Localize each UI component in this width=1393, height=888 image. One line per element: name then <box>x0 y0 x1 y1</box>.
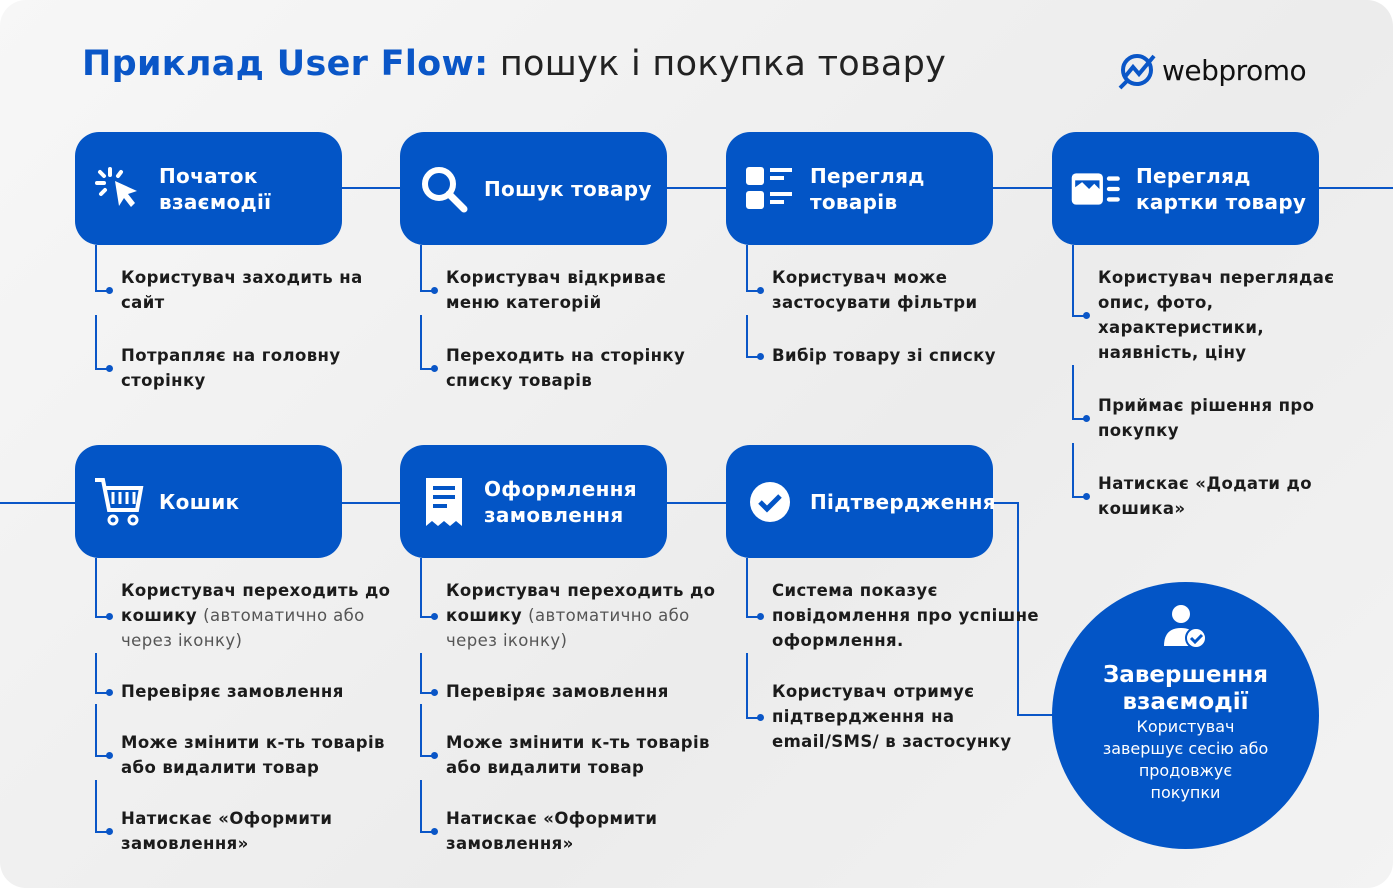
detail-item: Користувач переглядає опис, фото, характ… <box>1072 245 1342 365</box>
detail-text: Потрапляє на головну сторінку <box>121 346 341 390</box>
step-5-details: Користувач переходить до кошику (автомат… <box>95 558 395 856</box>
bullet-dot <box>1083 312 1090 319</box>
detail-item: Переходить на сторінку списку товарів <box>420 315 720 393</box>
bullet-dot <box>757 287 764 294</box>
step-6-details: Користувач переходить до кошику (автомат… <box>420 558 720 856</box>
bullet-dot <box>106 365 113 372</box>
detail-item: Натискає «Додати до кошика» <box>1072 443 1342 521</box>
step-3-label: Перегляд товарів <box>810 163 925 214</box>
step-7-label: Підтвердження <box>810 489 996 514</box>
detail-item: Користувач переходить до кошику (автомат… <box>420 558 720 653</box>
logo-text: webpromo <box>1162 53 1307 87</box>
detail-text: Перевіряє замовлення <box>121 682 344 701</box>
bullet-dot <box>431 828 438 835</box>
detail-text: Користувач переходить до кошику <box>446 581 716 625</box>
step-7-card: Підтвердження <box>726 445 996 558</box>
step-4-card: Перегляд картки товару <box>1052 132 1319 245</box>
detail-text: Вибір товару зі списку <box>772 346 996 365</box>
end-interaction-circle: Завершення взаємодії Користувач завершує… <box>1052 582 1319 849</box>
detail-text: Користувач переходить до кошику <box>121 581 391 625</box>
bullet-dot <box>757 612 764 620</box>
detail-item: Користувач відкриває меню категорій <box>420 245 720 315</box>
receipt-icon <box>418 476 470 528</box>
webpromo-logo-icon <box>1118 54 1156 90</box>
step-6-label: Оформлення замовлення <box>484 476 637 527</box>
detail-item: Потрапляє на головну сторінку <box>95 315 395 393</box>
detail-text: Користувач відкриває меню категорій <box>446 268 667 312</box>
search-icon <box>418 163 470 215</box>
logo: webpromo <box>1118 50 1307 90</box>
connector-down <box>1017 502 1019 716</box>
step-2-card: Пошук товару <box>400 132 667 245</box>
bullet-dot <box>431 365 438 372</box>
bullet-dot <box>431 688 438 696</box>
detail-item: Може змінити к-ть товарів або видалити т… <box>95 704 395 780</box>
title-rest: пошук і покупка товару <box>488 44 947 84</box>
end-description: Користувач завершує сесію або продовжує … <box>1102 717 1269 802</box>
bullet-dot <box>431 287 438 294</box>
detail-text: Користувач може застосувати фільтри <box>772 268 978 312</box>
detail-item: Перевіряє замовлення <box>420 653 720 704</box>
detail-text: Натискає «Додати до кошика» <box>1098 474 1312 518</box>
step-2-label: Пошук товару <box>484 176 652 201</box>
detail-item: Натискає «Оформити замовлення» <box>95 780 395 856</box>
bullet-dot <box>1083 415 1090 422</box>
detail-item: Може змінити к-ть товарів або видалити т… <box>420 704 720 780</box>
detail-note: (автоматично або через іконку) <box>121 606 365 650</box>
detail-text: Користувач отримує підтвердження на emai… <box>772 682 1012 751</box>
detail-item: Користувач отримує підтвердження на emai… <box>746 653 1046 754</box>
bullet-dot <box>106 287 113 294</box>
connector-end <box>1017 714 1057 716</box>
step-5-label: Кошик <box>159 489 240 514</box>
detail-text: Може змінити к-ть товарів або видалити т… <box>446 733 710 777</box>
bullet-dot <box>106 752 113 759</box>
detail-note: (автоматично або через іконку) <box>446 606 690 650</box>
check-circle-icon <box>744 476 796 528</box>
cursor-click-icon <box>93 163 145 215</box>
step-4-details: Користувач переглядає опис, фото, характ… <box>1072 245 1342 521</box>
list-icon <box>744 163 796 215</box>
product-card-icon <box>1070 163 1122 215</box>
detail-text: Переходить на сторінку списку товарів <box>446 346 686 390</box>
page-title: Приклад User Flow: пошук і покупка товар… <box>82 44 946 84</box>
detail-text: Користувач переглядає опис, фото, характ… <box>1098 268 1335 362</box>
detail-text: Натискає «Оформити замовлення» <box>446 809 658 853</box>
title-bold: Приклад User Flow: <box>82 44 489 84</box>
detail-item: Система показує повідомлення про успішне… <box>746 558 1046 653</box>
step-1-card: Початок взаємодії <box>75 132 342 245</box>
bullet-dot <box>106 828 113 835</box>
detail-text: Система показує повідомлення про успішне… <box>772 581 1039 650</box>
bullet-dot <box>431 752 438 759</box>
detail-item: Перевіряє замовлення <box>95 653 395 704</box>
bullet-dot <box>106 688 113 696</box>
step-6-card: Оформлення замовлення <box>400 445 667 558</box>
user-check-icon <box>1163 605 1207 649</box>
cart-icon <box>93 476 145 528</box>
bullet-dot <box>757 352 764 360</box>
detail-item: Приймає рішення про покупку <box>1072 365 1342 443</box>
detail-item: Користувач заходить на сайт <box>95 245 395 315</box>
bullet-dot <box>757 713 764 721</box>
step-1-label: Початок взаємодії <box>159 163 272 214</box>
detail-text: Може змінити к-ть товарів або видалити т… <box>121 733 385 777</box>
bullet-dot <box>106 612 113 620</box>
detail-item: Натискає «Оформити замовлення» <box>420 780 720 856</box>
detail-text: Натискає «Оформити замовлення» <box>121 809 333 853</box>
detail-item: Вибір товару зі списку <box>746 315 1046 368</box>
step-3-card: Перегляд товарів <box>726 132 993 245</box>
detail-item: Користувач може застосувати фільтри <box>746 245 1046 315</box>
step-7-details: Система показує повідомлення про успішне… <box>746 558 1046 754</box>
step-5-card: Кошик <box>75 445 342 558</box>
detail-item: Користувач переходить до кошику (автомат… <box>95 558 395 653</box>
step-4-label: Перегляд картки товару <box>1136 163 1307 214</box>
bullet-dot <box>1083 493 1090 500</box>
detail-text: Перевіряє замовлення <box>446 682 669 701</box>
bullet-dot <box>431 612 438 620</box>
detail-text: Користувач заходить на сайт <box>121 268 363 312</box>
end-title: Завершення взаємодії <box>1102 662 1269 715</box>
detail-text: Приймає рішення про покупку <box>1098 396 1315 440</box>
